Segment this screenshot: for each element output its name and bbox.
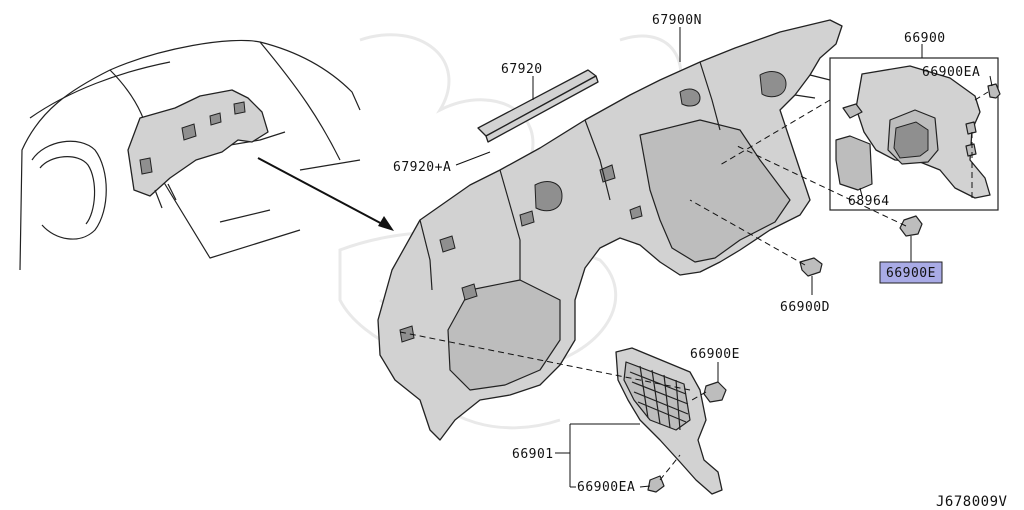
label-68964: 68964	[848, 194, 890, 209]
label-66901: 66901	[512, 447, 554, 462]
dash-insulator-67900N	[377, 19, 843, 441]
grid-pattern	[629, 365, 689, 431]
clip-66900D	[799, 257, 823, 295]
label-66900: 66900	[904, 31, 946, 46]
label-67900N: 67900N	[652, 13, 702, 28]
label-67920: 67920	[501, 62, 543, 77]
label-66900E-low: 66900E	[690, 347, 740, 362]
car-outline	[19, 39, 361, 271]
clip-66900E-highlighted	[899, 215, 923, 262]
label-66900E-highlighted: 66900E	[886, 266, 936, 281]
pointer-arrow	[257, 157, 394, 231]
label-66900EA-low: 66900EA	[577, 480, 635, 495]
highlight-box	[879, 261, 943, 284]
inset-box-66900	[829, 57, 1001, 211]
part-labels: 67900N 67920 67920+A 66900 66900EA 68964…	[393, 13, 1008, 510]
leader-lines	[399, 27, 993, 488]
lower-insulator-66901	[615, 347, 727, 495]
label-66900D: 66900D	[780, 300, 830, 315]
diagram-code: J678009V	[936, 494, 1008, 510]
label-66900EA-top: 66900EA	[922, 65, 980, 80]
label-67920-a: 67920+A	[393, 160, 451, 175]
strip-67920	[477, 69, 599, 143]
